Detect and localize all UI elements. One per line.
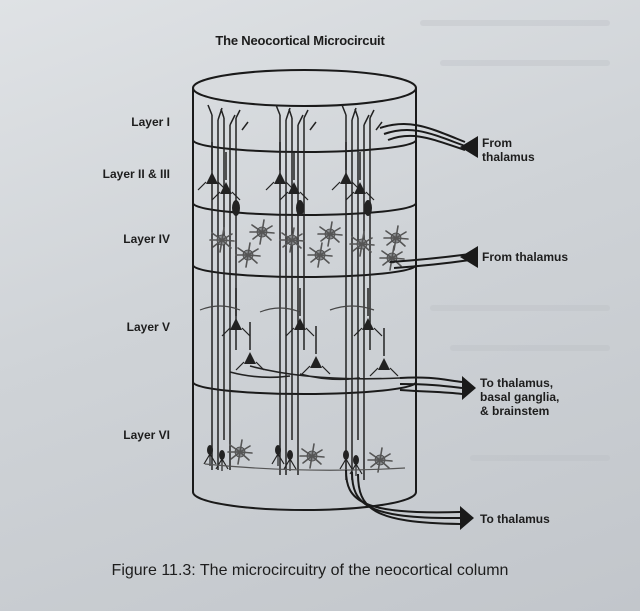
layer-5-output-arrow: [399, 376, 476, 400]
minicolumn-1: [207, 104, 249, 470]
from-thalamus-arrow-1: [379, 122, 478, 158]
to-thalamus-basal-ganglia-brainstem-label: To thalamus, basal ganglia, & brainstem: [480, 376, 560, 418]
layer-label-2-3: Layer II & III: [102, 167, 170, 181]
from-thalamus-arrow-2: [389, 246, 478, 269]
layer-2-3-cells: [197, 141, 375, 216]
minicolumn-3: [341, 104, 383, 480]
from-thalamus-label-2: From thalamus: [482, 250, 569, 264]
layer-label-6: Layer VI: [123, 428, 170, 442]
layer-6-output-arrow: [345, 469, 474, 530]
minicolumn-2: [275, 104, 317, 475]
column-top-ellipse: [192, 69, 417, 107]
column-bottom-arc: [192, 491, 417, 511]
layer-label-5: Layer V: [126, 320, 170, 334]
layer-4-stellate-cells: [209, 219, 409, 271]
layer-5-cells: [199, 287, 401, 381]
from-thalamus-label-1: From thalamus: [482, 136, 535, 164]
layer-label-4: Layer IV: [123, 232, 170, 246]
layer-6-cells: [203, 439, 406, 477]
figure-caption: Figure 11.3: The microcircuitry of the n…: [111, 562, 509, 579]
boundary-5-6: [192, 381, 417, 395]
to-thalamus-label: To thalamus: [480, 512, 550, 526]
layer-label-1: Layer I: [131, 115, 170, 129]
figure-title: The Neocortical Microcircuit: [215, 33, 385, 48]
